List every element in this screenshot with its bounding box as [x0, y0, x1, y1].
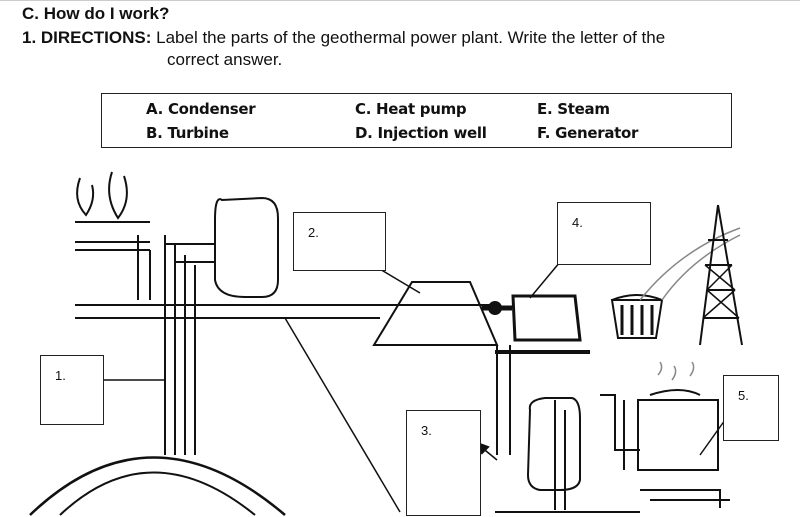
pipe-icon [75, 235, 151, 300]
answer-box-4[interactable]: 4. [557, 202, 651, 265]
separator-tank-icon [214, 196, 279, 298]
pipe-icon [640, 489, 730, 508]
geothermal-plant-diagram [29, 171, 743, 516]
production-well-pipe-icon [164, 235, 196, 455]
condenser-top-icon [649, 389, 701, 396]
steam-plume-icon [108, 171, 128, 220]
choice-f: F. Generator [537, 124, 639, 142]
directions-text: Label the parts of the geothermal power … [151, 28, 666, 47]
underground-reservoir-icon [29, 456, 286, 516]
choice-b: B. Turbine [146, 124, 229, 142]
pipe-icon [284, 317, 401, 513]
choices-box: A. Condenser B. Turbine C. Heat pump D. … [101, 93, 732, 148]
vapor-icon [657, 361, 695, 381]
page-top-rule [0, 0, 800, 1]
underground-reservoir-icon [59, 471, 256, 516]
pipe-icon [496, 345, 511, 455]
steam-plume-icon [76, 177, 95, 217]
condenser-icon [637, 399, 719, 471]
transmission-tower-icon [699, 204, 743, 346]
choice-d: D. Injection well [355, 124, 487, 142]
transformer-coil-icon [620, 305, 654, 335]
coupling-icon [488, 301, 502, 315]
directions-text-continued: correct answer. [167, 50, 283, 69]
generator-icon [511, 294, 582, 342]
directions: 1. DIRECTIONS: Label the parts of the ge… [22, 27, 792, 71]
choice-e: E. Steam [537, 100, 610, 118]
choice-c: C. Heat pump [355, 100, 467, 118]
power-line-icon [639, 227, 741, 301]
heat-pump-tank-icon [526, 397, 581, 510]
tower-bracing-icon [702, 264, 740, 319]
steam-pipe-icon [75, 304, 495, 319]
choice-a: A. Condenser [146, 100, 256, 118]
arrow-to-box-4 [529, 261, 561, 299]
answer-box-3[interactable]: 3. [406, 410, 481, 516]
answer-box-1[interactable]: 1. [40, 355, 104, 425]
answer-box-2[interactable]: 2. [293, 212, 386, 271]
turbine-icon [372, 281, 499, 346]
pipe-icon [165, 243, 215, 263]
transformer-icon [610, 294, 664, 339]
section-heading: C. How do I work? [22, 4, 170, 23]
directions-lead: 1. DIRECTIONS: [22, 28, 152, 47]
arrow-to-box-5 [699, 419, 726, 456]
answer-box-5[interactable]: 5. [723, 375, 779, 441]
pipe-icon [600, 394, 640, 470]
